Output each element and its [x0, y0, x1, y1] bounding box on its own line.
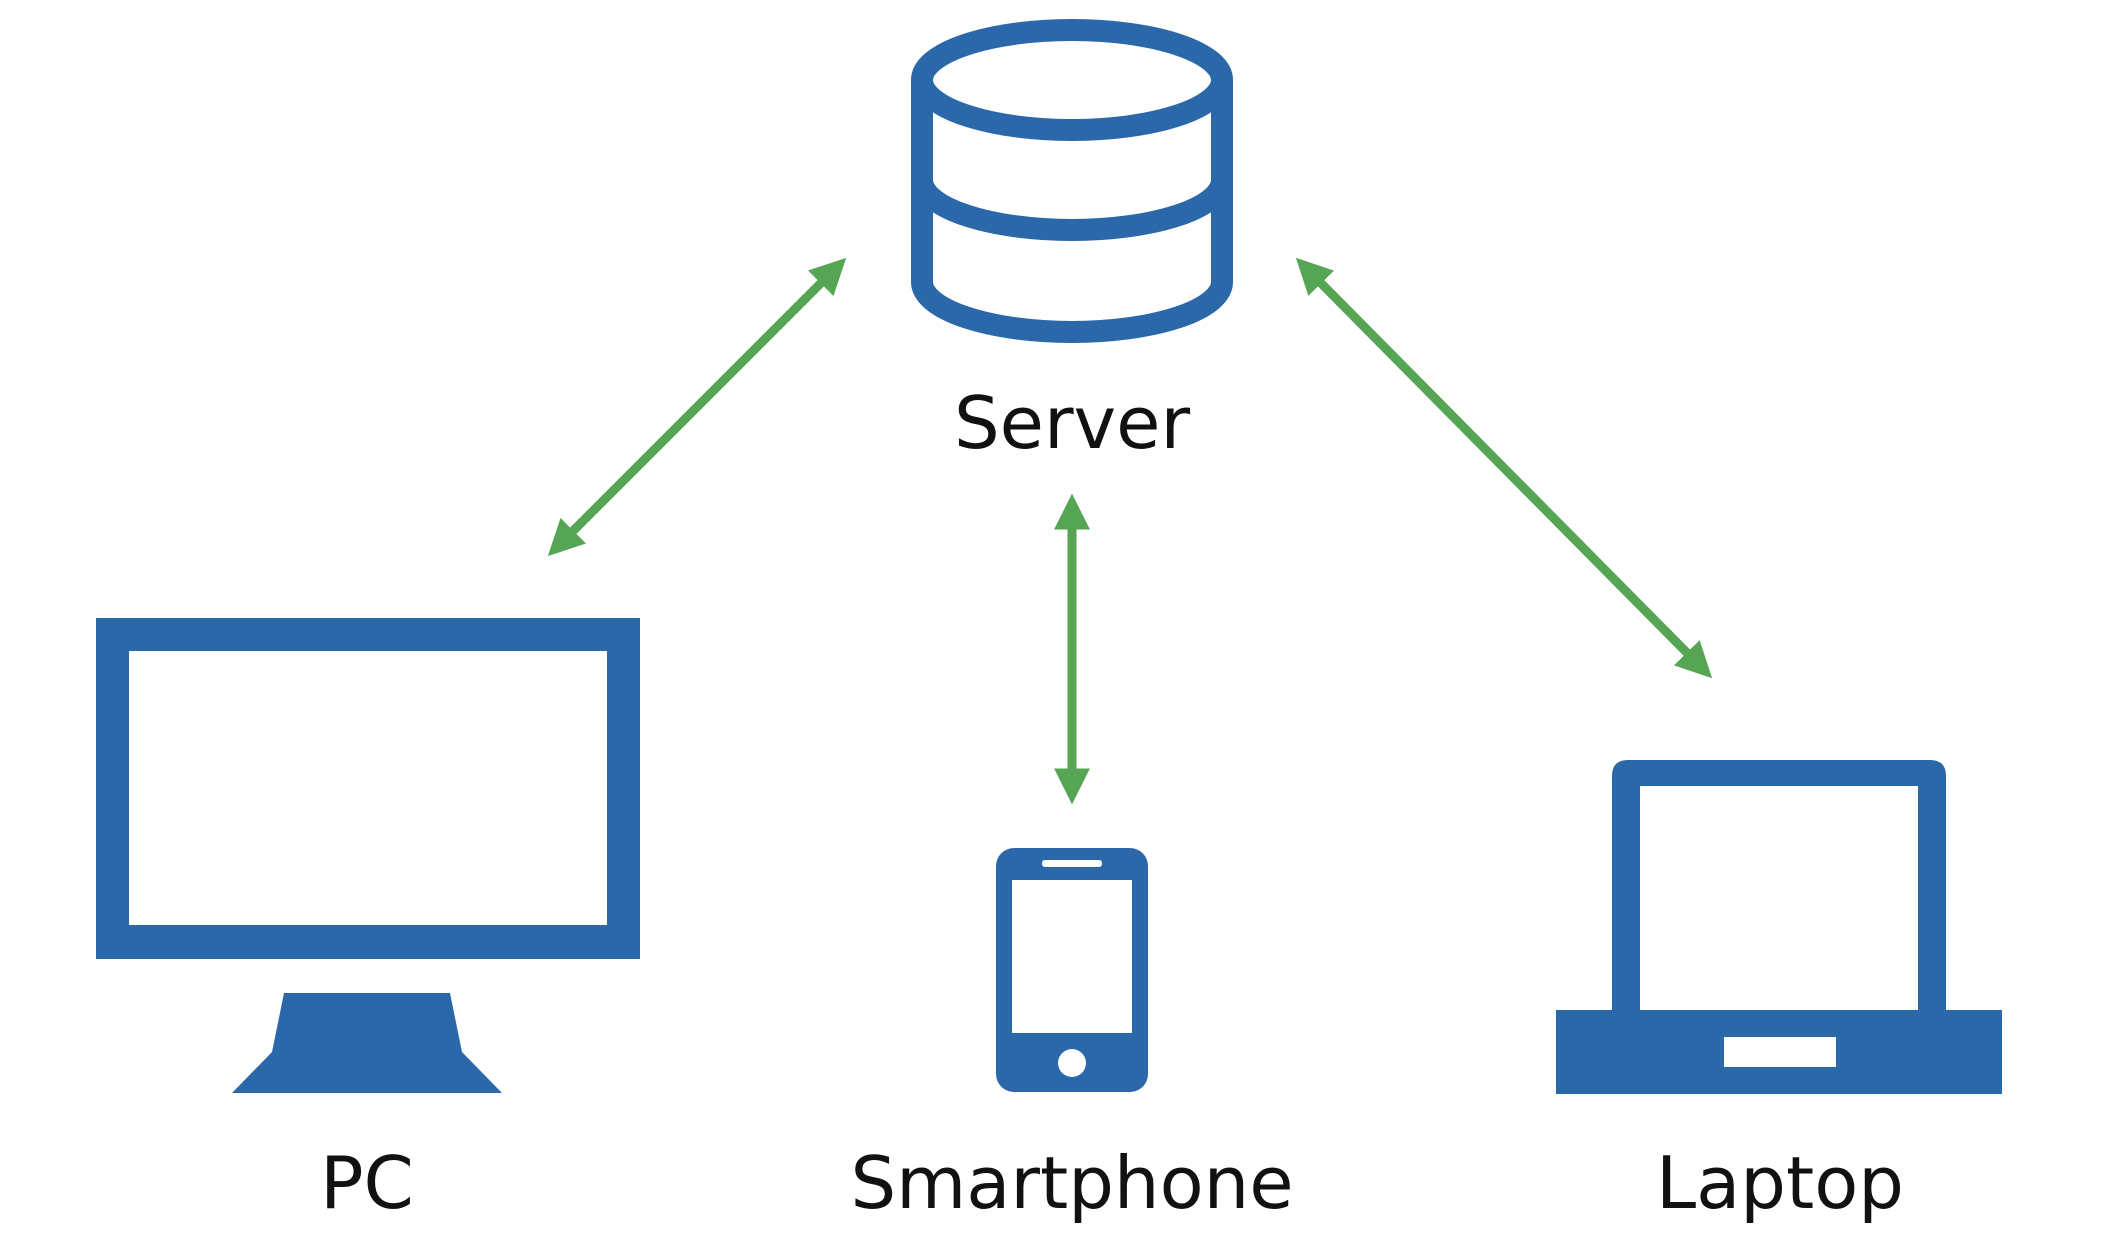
- pc-label: PC: [320, 1141, 414, 1225]
- laptop-node: Laptop: [1556, 760, 2002, 1225]
- connection-arrow-pc-server: [547, 257, 847, 557]
- connection-arrow-laptop-server: [1295, 257, 1713, 679]
- pc-node: PC: [96, 618, 640, 1225]
- smartphone-label: Smartphone: [850, 1141, 1293, 1225]
- laptop-icon: [1556, 760, 2002, 1094]
- smartphone-node: Smartphone: [850, 848, 1294, 1225]
- monitor-icon: [96, 618, 640, 1093]
- connections: [547, 257, 1713, 805]
- server-node: Server: [911, 19, 1233, 465]
- server-label: Server: [954, 381, 1191, 465]
- laptop-label: Laptop: [1656, 1141, 1904, 1225]
- database-icon: [911, 19, 1233, 343]
- smartphone-icon: [996, 848, 1148, 1092]
